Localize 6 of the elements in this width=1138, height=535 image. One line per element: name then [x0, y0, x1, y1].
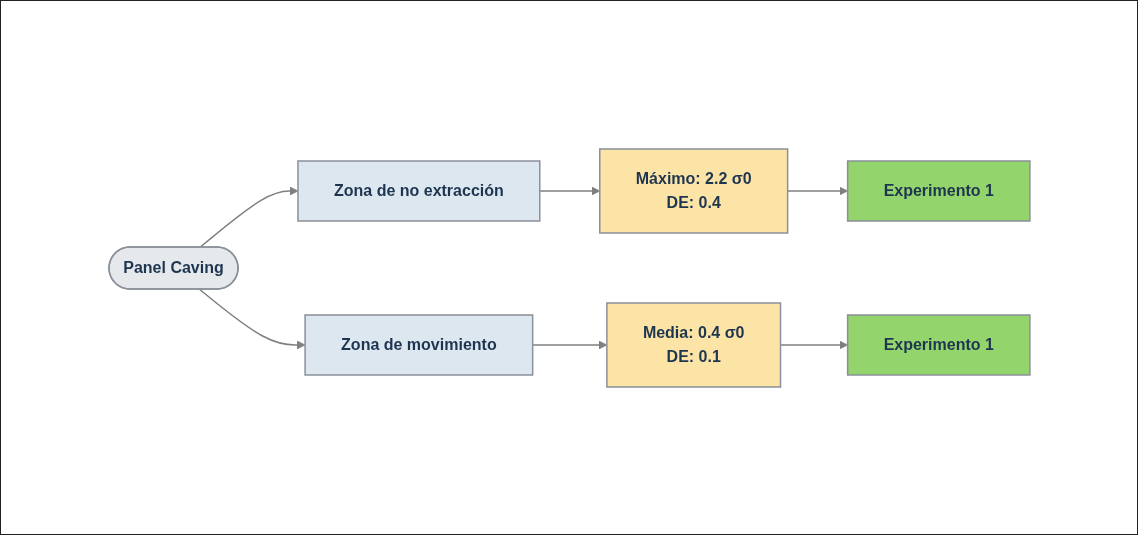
node-box: Experimento 1: [846, 159, 1031, 222]
node-box: Zona de no extracción: [296, 159, 541, 222]
node-box: Media: 0.4 σ0 DE: 0.1: [605, 301, 781, 388]
node-box: Experimento 1: [846, 313, 1031, 376]
node-box: Zona de movimiento: [303, 313, 533, 376]
node-box: Máximo: 2.2 σ0 DE: 0.4: [598, 147, 788, 234]
